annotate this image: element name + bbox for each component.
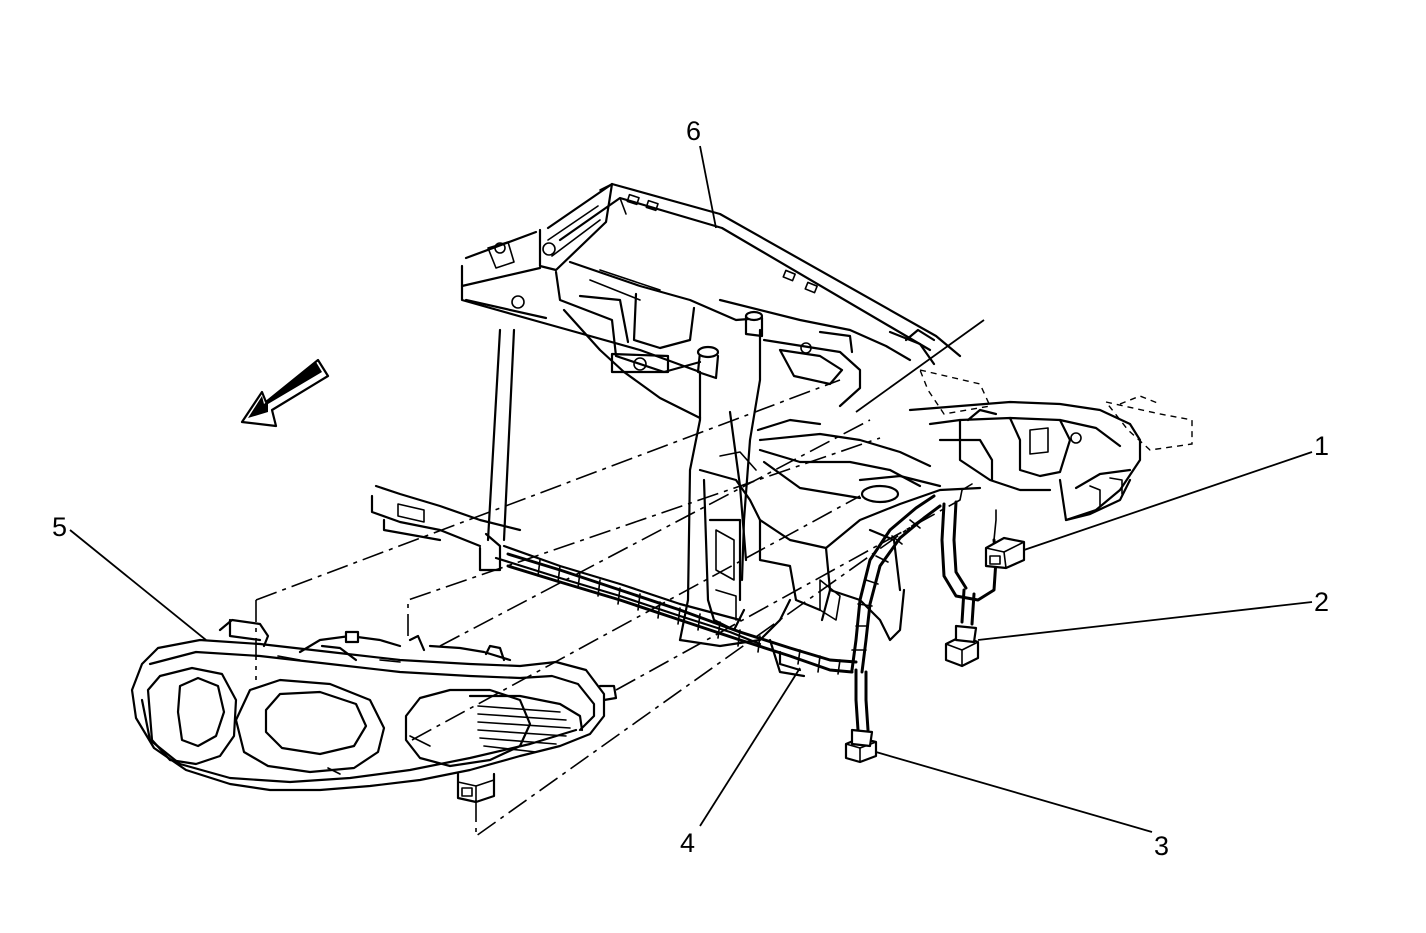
callout-4: 4: [680, 828, 695, 858]
callout-labels: 1 2 3 4 5 6: [52, 116, 1329, 861]
callout-1: 1: [1314, 431, 1329, 461]
connector-3: [844, 728, 878, 764]
callout-2: 2: [1314, 587, 1329, 617]
callout-5: 5: [52, 512, 67, 542]
alignment-lines: [255, 379, 961, 838]
connector-1: [984, 536, 1026, 570]
leader-lines: [69, 145, 1313, 833]
connector-2: [944, 624, 980, 668]
callout-6: 6: [686, 116, 701, 146]
headlamp-assembly: [130, 618, 618, 804]
callout-3: 3: [1154, 831, 1169, 861]
radiator-support-structure: [370, 182, 1193, 678]
forward-arrow-icon: [240, 358, 330, 428]
wiring-harness: [506, 483, 998, 732]
